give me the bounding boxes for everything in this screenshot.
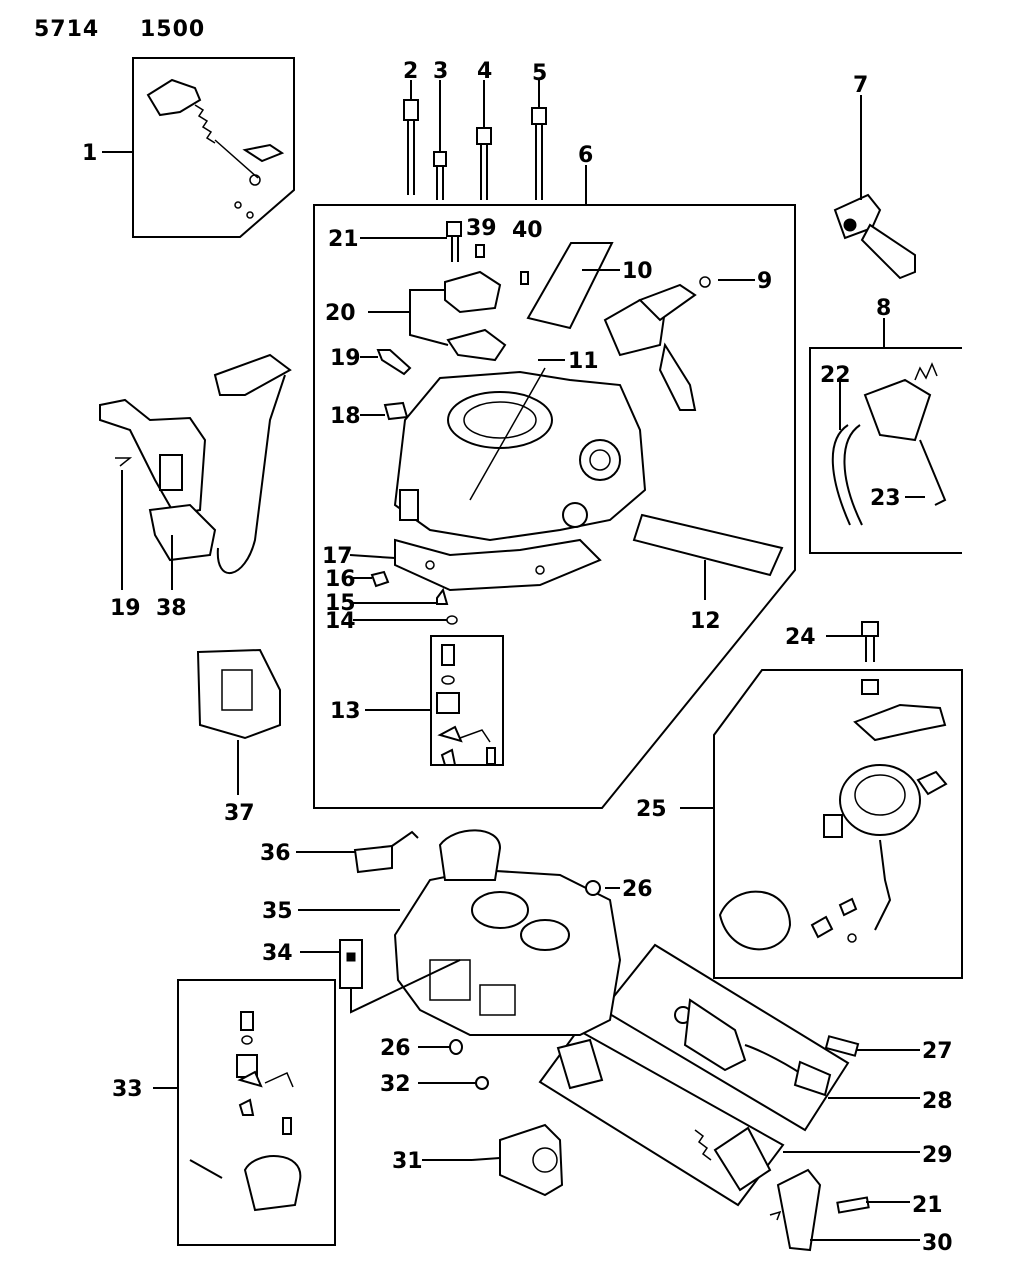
callout-17: 17 xyxy=(322,544,353,569)
callout-11: 11 xyxy=(568,349,599,374)
box-part-8 xyxy=(809,347,962,554)
part-8-drawing xyxy=(831,362,947,526)
callout-24: 24 xyxy=(785,625,816,650)
box-part-1 xyxy=(132,57,295,238)
callout-40: 40 xyxy=(512,218,543,243)
callout-6: 6 xyxy=(578,143,593,168)
callout-36: 36 xyxy=(260,841,291,866)
callout-22: 22 xyxy=(820,363,851,388)
callout-26-left: 26 xyxy=(380,1036,411,1061)
callout-16: 16 xyxy=(325,567,356,592)
callout-21-lower: 21 xyxy=(912,1193,943,1218)
callout-14: 14 xyxy=(325,609,356,634)
leader-lines xyxy=(102,80,925,1241)
box-part-13 xyxy=(430,635,504,766)
screws-18-19 xyxy=(376,349,412,421)
callout-26-right: 26 xyxy=(622,877,653,902)
part-13-kit xyxy=(436,644,496,766)
callout-37: 37 xyxy=(224,801,255,826)
diagram-code-1: 5714 xyxy=(34,17,99,42)
callout-21-upper: 21 xyxy=(328,227,359,252)
callout-5: 5 xyxy=(532,61,547,86)
part-35-lower-body xyxy=(353,829,622,1036)
callout-9: 9 xyxy=(757,269,772,294)
callout-labels: 1 2 3 4 5 6 7 8 9 10 11 12 13 14 15 16 1… xyxy=(82,59,953,1256)
part-34-plate xyxy=(339,939,363,989)
callout-19-left: 19 xyxy=(110,596,141,621)
part-7-drawing xyxy=(833,193,916,280)
box-part-25 xyxy=(713,669,963,979)
carburetor-upper-body xyxy=(393,367,647,592)
part-28-solenoid xyxy=(674,998,860,1097)
callout-34: 34 xyxy=(262,941,293,966)
callout-20: 20 xyxy=(325,301,356,326)
callout-28: 28 xyxy=(922,1089,953,1114)
callout-31: 31 xyxy=(392,1149,423,1174)
callout-19-upper: 19 xyxy=(330,346,361,371)
callout-4: 4 xyxy=(477,59,492,84)
part-10-plate xyxy=(526,242,614,330)
callout-23: 23 xyxy=(870,486,901,511)
callout-33: 33 xyxy=(112,1077,143,1102)
callout-15: 15 xyxy=(325,591,356,616)
bolts-2-to-5 xyxy=(403,99,547,200)
callout-38: 38 xyxy=(156,596,187,621)
part-20-cover xyxy=(444,221,529,362)
part-37-bracket xyxy=(196,648,281,740)
callout-12: 12 xyxy=(690,609,721,634)
part-38-assembly xyxy=(99,353,292,575)
part-12-strip xyxy=(632,513,784,577)
callout-3: 3 xyxy=(433,59,448,84)
part-9-linkage xyxy=(603,276,711,411)
part-33-kit xyxy=(189,1011,302,1212)
callout-25: 25 xyxy=(636,797,667,822)
callout-32: 32 xyxy=(380,1072,411,1097)
callout-1: 1 xyxy=(82,141,97,166)
box-carburetor-upper xyxy=(313,204,796,809)
callout-2: 2 xyxy=(403,59,418,84)
callout-10: 10 xyxy=(622,259,653,284)
callout-13: 13 xyxy=(330,699,361,724)
callout-35: 35 xyxy=(262,899,293,924)
box-part-28 xyxy=(601,943,850,1132)
callout-27: 27 xyxy=(922,1039,953,1064)
callout-8: 8 xyxy=(876,296,891,321)
callout-7: 7 xyxy=(853,73,868,98)
callout-18: 18 xyxy=(330,404,361,429)
box-part-33 xyxy=(177,979,336,1246)
small-parts-26-32-34 xyxy=(346,880,601,1090)
callout-39: 39 xyxy=(466,216,497,241)
callout-29: 29 xyxy=(922,1143,953,1168)
parts-29-30-31 xyxy=(471,1038,870,1252)
part-1-drawing xyxy=(146,78,285,219)
callout-30: 30 xyxy=(922,1231,953,1256)
part-25-choke xyxy=(718,621,948,951)
diagram-code-2: 1500 xyxy=(140,17,205,42)
